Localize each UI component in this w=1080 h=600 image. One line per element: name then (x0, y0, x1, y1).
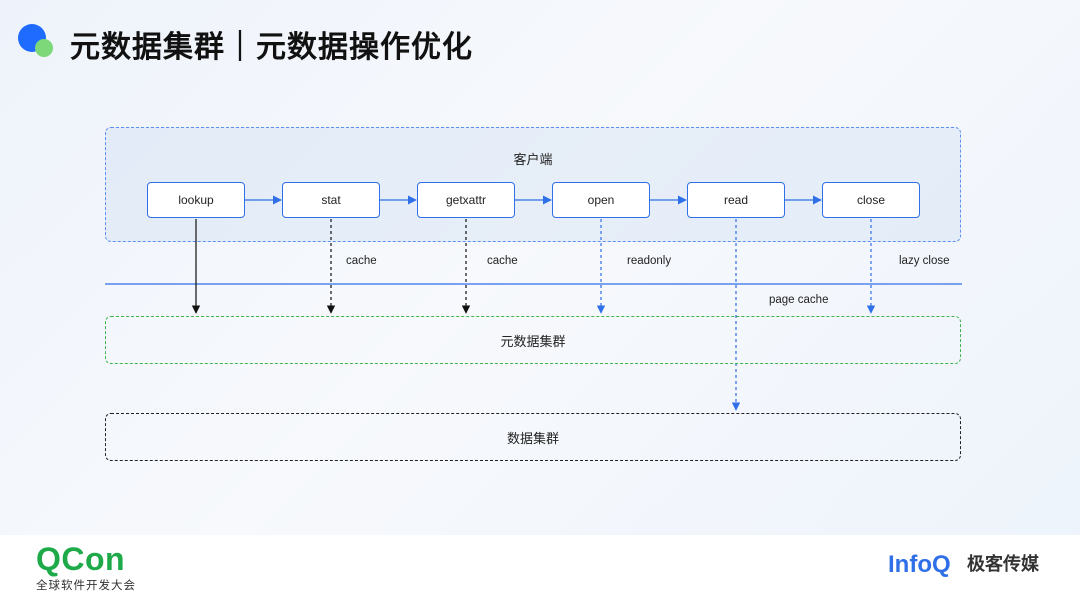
getxattr-cache-label: cache (487, 255, 518, 267)
read-page-cache-label: page cache (769, 294, 829, 306)
op-open: open (552, 182, 650, 218)
op-getxattr: getxattr (417, 182, 515, 218)
qcon-logo: QCon (36, 541, 126, 577)
op-read: read (687, 182, 785, 218)
metadata-cluster-label: 元数据集群 (500, 334, 566, 350)
open-readonly-label: readonly (627, 255, 672, 267)
brand-dots-icon (18, 24, 58, 60)
data-cluster-label: 数据集群 (506, 431, 559, 447)
green-dot (35, 39, 53, 57)
infoq-logo: InfoQ (888, 551, 951, 578)
qcon-subtitle: 全球软件开发大会 (36, 578, 136, 592)
data-cluster-box: 数据集群 (105, 413, 961, 461)
close-lazy-close-label: lazy close (899, 255, 950, 267)
op-lookup: lookup (147, 182, 245, 218)
op-close: close (822, 182, 920, 218)
footer-bar: QCon 全球软件开发大会 InfoQ 极客传媒 (0, 535, 1080, 600)
infoq-subtitle: 极客传媒 (967, 554, 1039, 575)
metadata-cluster-box: 元数据集群 (105, 316, 961, 364)
client-container: 客户端 (105, 127, 961, 242)
stat-cache-label: cache (346, 255, 377, 267)
client-label: 客户端 (513, 153, 553, 168)
page-title: 元数据集群｜元数据操作优化 (70, 30, 473, 65)
op-stat: stat (282, 182, 380, 218)
